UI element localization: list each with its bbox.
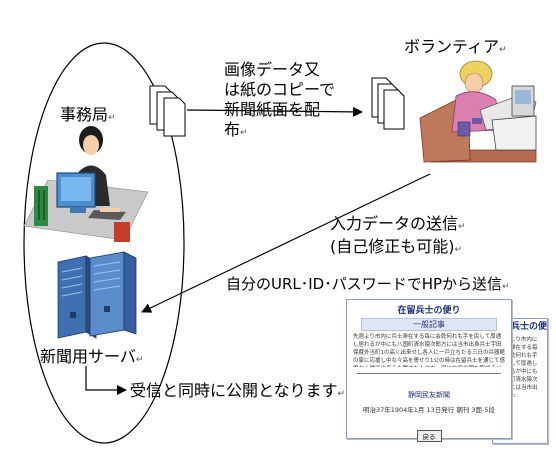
office-label: 事務局↵ [60, 104, 116, 129]
webpage-button-row: 戻る [347, 424, 511, 443]
distribute-label: 画像データ又 は紙のコピーで 新聞紙面を配 布↵ [224, 60, 335, 143]
document-icon [149, 85, 186, 137]
paragraph-mark: ↵ [458, 222, 466, 232]
send-line-2: (自己修正も可能) [330, 237, 455, 256]
send-label: 入力データの送信↵ (自己修正も可能)↵ [330, 214, 466, 260]
paragraph-mark: ↵ [135, 355, 144, 365]
webpage-publication-info: 明治37年1904年1月 13日発行 朝刊 3面-5段 [362, 406, 496, 414]
organization-ellipse [23, 42, 185, 444]
webpage-preview: 在留兵士の便り 一般記事 先週より市内に兵士滞在する毎に会乾何れも手を民して厚遇… [346, 299, 512, 442]
paragraph-mark: ↵ [337, 389, 346, 399]
divider [357, 373, 501, 374]
volunteer-label-text: ボランティア [404, 37, 500, 56]
paragraph-mark: ↵ [108, 113, 116, 123]
publish-arrow [85, 366, 127, 395]
webpage-title: 在留兵士の便り [397, 306, 461, 316]
webpage-source: 静岡民友新聞 [408, 391, 450, 399]
distribute-arrow [186, 106, 363, 117]
webpage-section-label: 一般記事 [361, 318, 497, 331]
publish-label: 受信と同時に公開となります↵ [130, 380, 345, 405]
send-arrow [141, 173, 431, 313]
paragraph-mark: ↵ [502, 282, 510, 292]
send-via-label: 自分のURL･ID･パスワードでHPから送信↵ [226, 274, 510, 298]
volunteer-label: ボランティア↵ [404, 36, 507, 61]
office-label-text: 事務局 [60, 105, 109, 124]
back-button[interactable]: 戻る [416, 430, 442, 442]
send-via-text: 自分のURL･ID･パスワードでHPから送信 [226, 275, 503, 293]
distribute-line-1: 画像データ又 [224, 60, 321, 79]
paragraph-mark: ↵ [454, 245, 463, 255]
server-label: 新聞用サーバ↵ [40, 346, 143, 371]
paragraph-mark: ↵ [499, 45, 507, 55]
distribute-line-3: 新聞紙面を配 [224, 100, 321, 119]
document-icon [371, 77, 405, 130]
webpage-back-title: 在留兵士の便り [493, 322, 547, 332]
distribute-line-2: は紙のコピーで [224, 80, 336, 99]
publish-label-text: 受信と同時に公開となります [130, 381, 338, 400]
webpage-article-body: 先週より市内に兵士滞在する毎に会乾何れも手を民して厚遇し居れるが中にも八国町清水… [353, 334, 506, 367]
distribute-line-4: 布 [224, 120, 241, 139]
server-label-text: 新聞用サーバ [40, 347, 136, 366]
paragraph-mark: ↵ [240, 128, 248, 138]
send-line-1: 入力データの送信 [330, 214, 459, 233]
